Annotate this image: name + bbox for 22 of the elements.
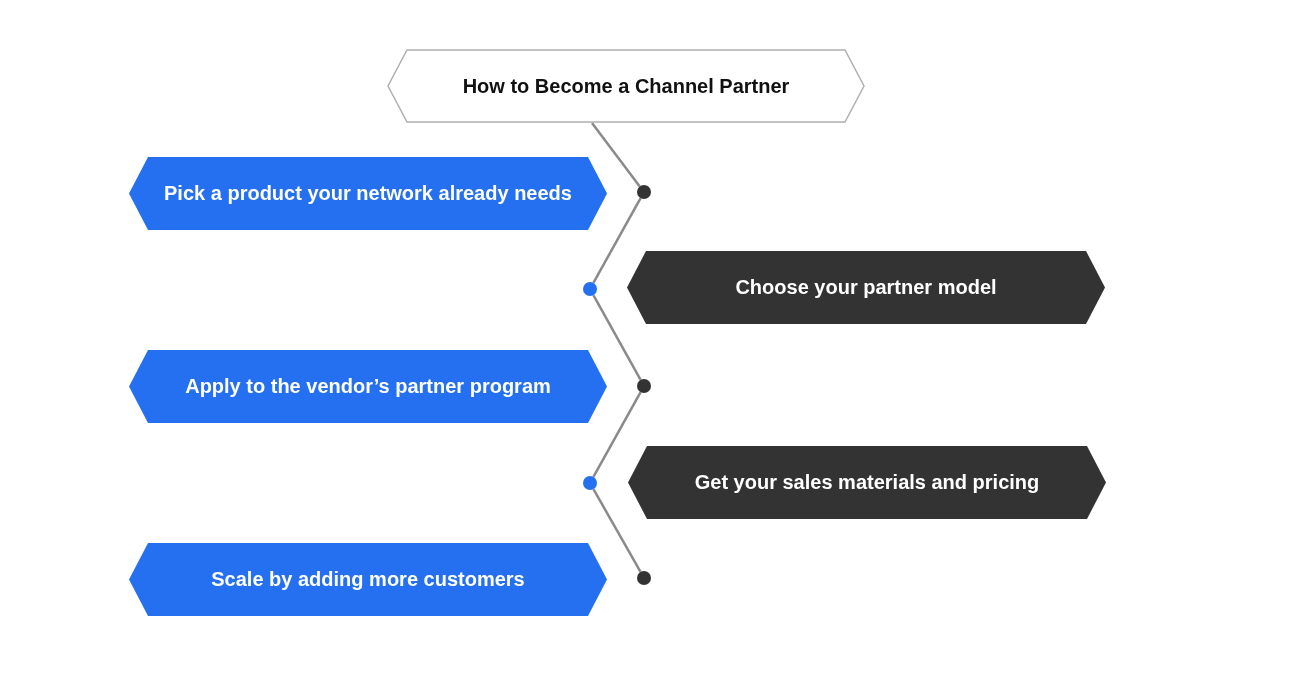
connector-line [592, 294, 642, 381]
step-hexagon [128, 156, 608, 231]
timeline-dot [583, 476, 597, 490]
step-hexagon [128, 542, 608, 617]
connector-line [592, 488, 642, 573]
timeline-dot [637, 185, 651, 199]
title-text: How to Become a Channel Partner [462, 74, 790, 98]
step-text: Apply to the vendor’s partner program [185, 375, 551, 398]
title-hexagon [387, 49, 865, 123]
step-hexagon [128, 349, 608, 424]
step-text: Choose your partner model [735, 276, 997, 299]
connector-line [592, 391, 642, 478]
connector-line [591, 122, 641, 188]
step-hexagon [627, 445, 1107, 520]
step-hexagon [626, 250, 1106, 325]
step-text: Pick a product your network already needs [164, 182, 572, 205]
connector-line [592, 197, 642, 284]
timeline-dot [637, 571, 651, 585]
timeline-dot [637, 379, 651, 393]
step-text: Scale by adding more customers [211, 568, 525, 591]
step-text: Get your sales materials and pricing [694, 471, 1040, 494]
timeline-dot [583, 282, 597, 296]
